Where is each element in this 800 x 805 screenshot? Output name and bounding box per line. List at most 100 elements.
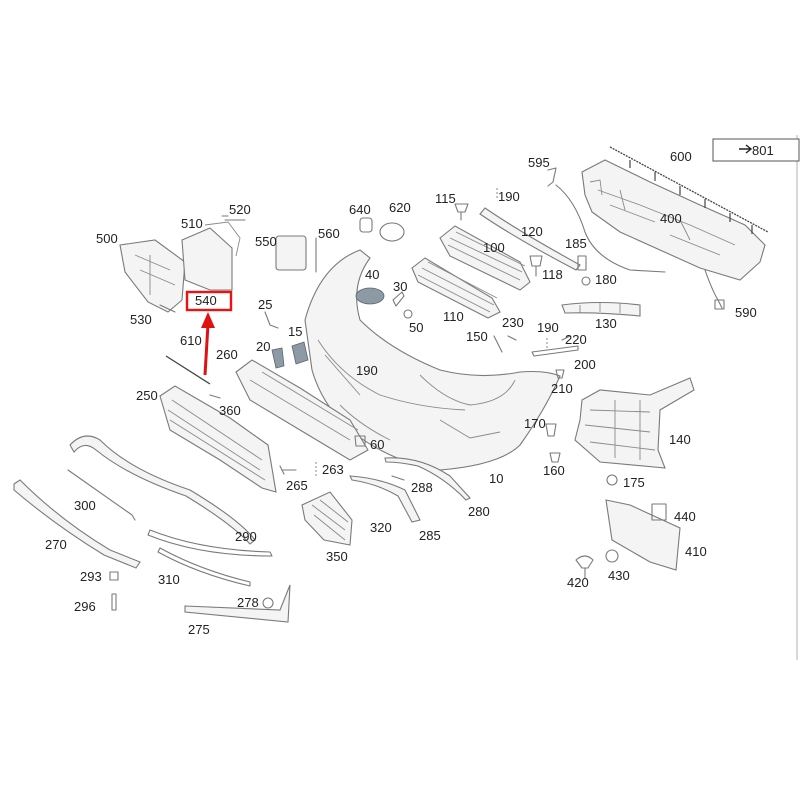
part-label-190-mid[interactable]: 190: [537, 320, 559, 335]
part-label-170[interactable]: 170: [524, 416, 546, 431]
part-label-110[interactable]: 110: [443, 309, 464, 324]
highlight-arrow-head: [201, 312, 215, 328]
part-350-fog-grille: [301, 491, 353, 546]
part-595-clip: [547, 167, 557, 187]
part-280-trim: [384, 457, 471, 501]
part-label-520[interactable]: 520: [229, 202, 251, 217]
part-label-420[interactable]: 420: [567, 575, 589, 590]
part-label-260[interactable]: 260: [216, 347, 238, 362]
part-label-175[interactable]: 175: [623, 475, 645, 490]
part-label-190-top[interactable]: 190: [498, 189, 520, 204]
part-label-550[interactable]: 550: [255, 234, 277, 249]
part-label-290[interactable]: 290: [235, 529, 257, 544]
part-label-275[interactable]: 275: [188, 622, 210, 637]
part-290-strip: [147, 529, 273, 557]
part-label-293[interactable]: 293: [80, 569, 102, 584]
part-label-40[interactable]: 40: [365, 267, 379, 282]
part-25-clip: [264, 311, 279, 329]
part-320-trim: [349, 475, 421, 523]
part-label-280[interactable]: 280: [468, 504, 490, 519]
part-293-nut: [109, 571, 119, 581]
part-label-10[interactable]: 10: [489, 471, 503, 486]
part-label-530[interactable]: 530: [130, 312, 152, 327]
part-label-300[interactable]: 300: [74, 498, 96, 513]
part-label-210[interactable]: 210: [551, 381, 573, 396]
part-label-610[interactable]: 610: [180, 333, 202, 348]
part-label-130[interactable]: 130: [595, 316, 617, 331]
part-510-bracket: [181, 227, 233, 291]
part-label-265[interactable]: 265: [286, 478, 308, 493]
part-410-license-plate: [605, 499, 681, 571]
part-550-module: [275, 235, 307, 271]
part-label-50[interactable]: 50: [409, 320, 423, 335]
part-250-lower-grille: [159, 385, 277, 493]
part-label-140[interactable]: 140: [669, 432, 691, 447]
part-label-510[interactable]: 510: [181, 216, 203, 231]
part-label-560[interactable]: 560: [318, 226, 340, 241]
part-label-20[interactable]: 20: [256, 339, 270, 354]
part-label-540[interactable]: 540: [195, 293, 217, 308]
part-label-590[interactable]: 590: [735, 305, 757, 320]
part-label-288[interactable]: 288: [411, 480, 433, 495]
part-600-ticks: [629, 160, 753, 234]
part-label-600[interactable]: 600: [670, 149, 692, 164]
part-label-100[interactable]: 100: [483, 240, 505, 255]
part-label-278[interactable]: 278: [237, 595, 259, 610]
part-label-270[interactable]: 270: [45, 537, 67, 552]
part-210-clip: [555, 369, 565, 379]
part-label-180[interactable]: 180: [595, 272, 617, 287]
part-610-seal: [165, 355, 211, 385]
part-120-trim: [479, 207, 581, 271]
part-label-310[interactable]: 310: [158, 572, 180, 587]
part-230-clip: [507, 335, 517, 341]
part-150-bracket: [493, 335, 503, 353]
part-label-200[interactable]: 200: [574, 357, 596, 372]
part-130-ribs: [579, 303, 621, 313]
part-620-sensor: [379, 222, 405, 242]
part-label-220[interactable]: 220: [565, 332, 587, 347]
part-520-screw: [221, 215, 246, 221]
part-label-595[interactable]: 595: [528, 155, 550, 170]
part-label-500[interactable]: 500: [96, 231, 118, 246]
part-label-320[interactable]: 320: [370, 520, 392, 535]
part-label-150[interactable]: 150: [466, 329, 488, 344]
part-300-strip: [67, 469, 136, 521]
part-label-410[interactable]: 410: [685, 544, 707, 559]
part-296-bolt: [111, 593, 117, 611]
part-label-160[interactable]: 160: [543, 463, 565, 478]
part-label-350[interactable]: 350: [326, 549, 348, 564]
part-label-640[interactable]: 640: [349, 202, 371, 217]
part-label-620[interactable]: 620: [389, 200, 411, 215]
part-500-side-bracket: [119, 239, 186, 313]
part-label-25[interactable]: 25: [258, 297, 272, 312]
part-label-430[interactable]: 430: [608, 568, 630, 583]
part-label-263[interactable]: 263: [322, 462, 344, 477]
reference-box[interactable]: 801: [712, 138, 800, 162]
part-label-250[interactable]: 250: [136, 388, 158, 403]
highlight-box: [185, 290, 233, 312]
part-640-sensor: [359, 217, 373, 233]
part-label-15[interactable]: 15: [288, 324, 302, 339]
part-115-clip: [454, 203, 469, 221]
part-label-360[interactable]: 360: [219, 403, 241, 418]
part-label-400[interactable]: 400: [660, 211, 682, 226]
part-label-230[interactable]: 230: [502, 315, 524, 330]
part-170-clip: [545, 423, 557, 437]
part-label-115[interactable]: 115: [435, 191, 456, 206]
part-label-118[interactable]: 118: [542, 267, 563, 282]
part-label-190-left[interactable]: 190: [356, 363, 378, 378]
part-label-120[interactable]: 120: [521, 224, 543, 239]
part-label-30[interactable]: 30: [393, 279, 407, 294]
part-label-60[interactable]: 60: [370, 437, 384, 452]
part-label-440[interactable]: 440: [674, 509, 696, 524]
reference-box-frame: [712, 138, 800, 162]
part-400-bumper-support: [581, 159, 766, 281]
part-118-clip: [577, 255, 587, 271]
part-label-285[interactable]: 285: [419, 528, 441, 543]
part-label-185[interactable]: 185: [565, 236, 587, 251]
part-270-strip: [13, 479, 141, 569]
part-590-clip: [714, 299, 725, 310]
part-label-296[interactable]: 296: [74, 599, 96, 614]
